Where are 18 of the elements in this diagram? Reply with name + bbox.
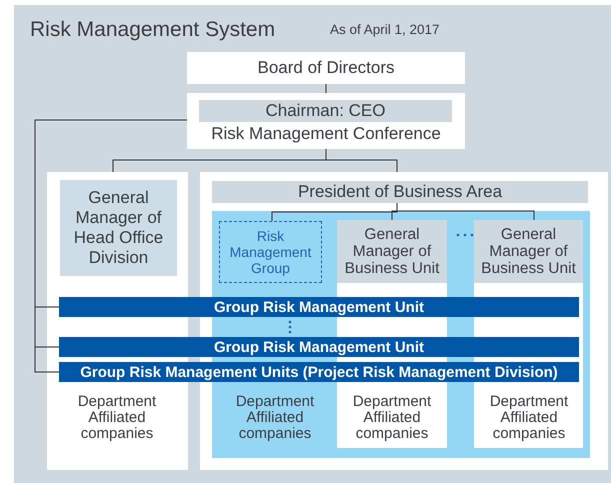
title: Risk Management System <box>30 18 276 42</box>
org-box: Board of Directors <box>187 52 465 84</box>
unit-note: Department Affiliated companies <box>76 394 158 442</box>
org-box: General Manager of Business Unit <box>337 220 447 283</box>
unit-note: Department Affiliated companies <box>488 394 570 442</box>
unit-bar: Group Risk Management Unit <box>59 337 579 357</box>
org-box: Risk Management Group <box>219 221 322 283</box>
org-box: General Manager of Head Office Division <box>60 180 177 276</box>
unit-note: Department Affiliated companies <box>234 394 316 442</box>
header-band: Chairman: CEO <box>199 100 452 122</box>
date-note: As of April 1, 2017 <box>330 22 441 38</box>
unit-note: Department Affiliated companies <box>352 394 432 442</box>
org-box: General Manager of Business Unit <box>474 220 583 283</box>
unit-bar: Group Risk Management Units (Project Risk Management Division) <box>59 362 579 382</box>
connector-line <box>326 148 398 172</box>
header-band: President of Business Area <box>212 181 588 203</box>
unit-bar: Group Risk Management Unit <box>59 297 579 317</box>
org-box: Chairman: CEO Risk Management Conference <box>187 93 465 149</box>
